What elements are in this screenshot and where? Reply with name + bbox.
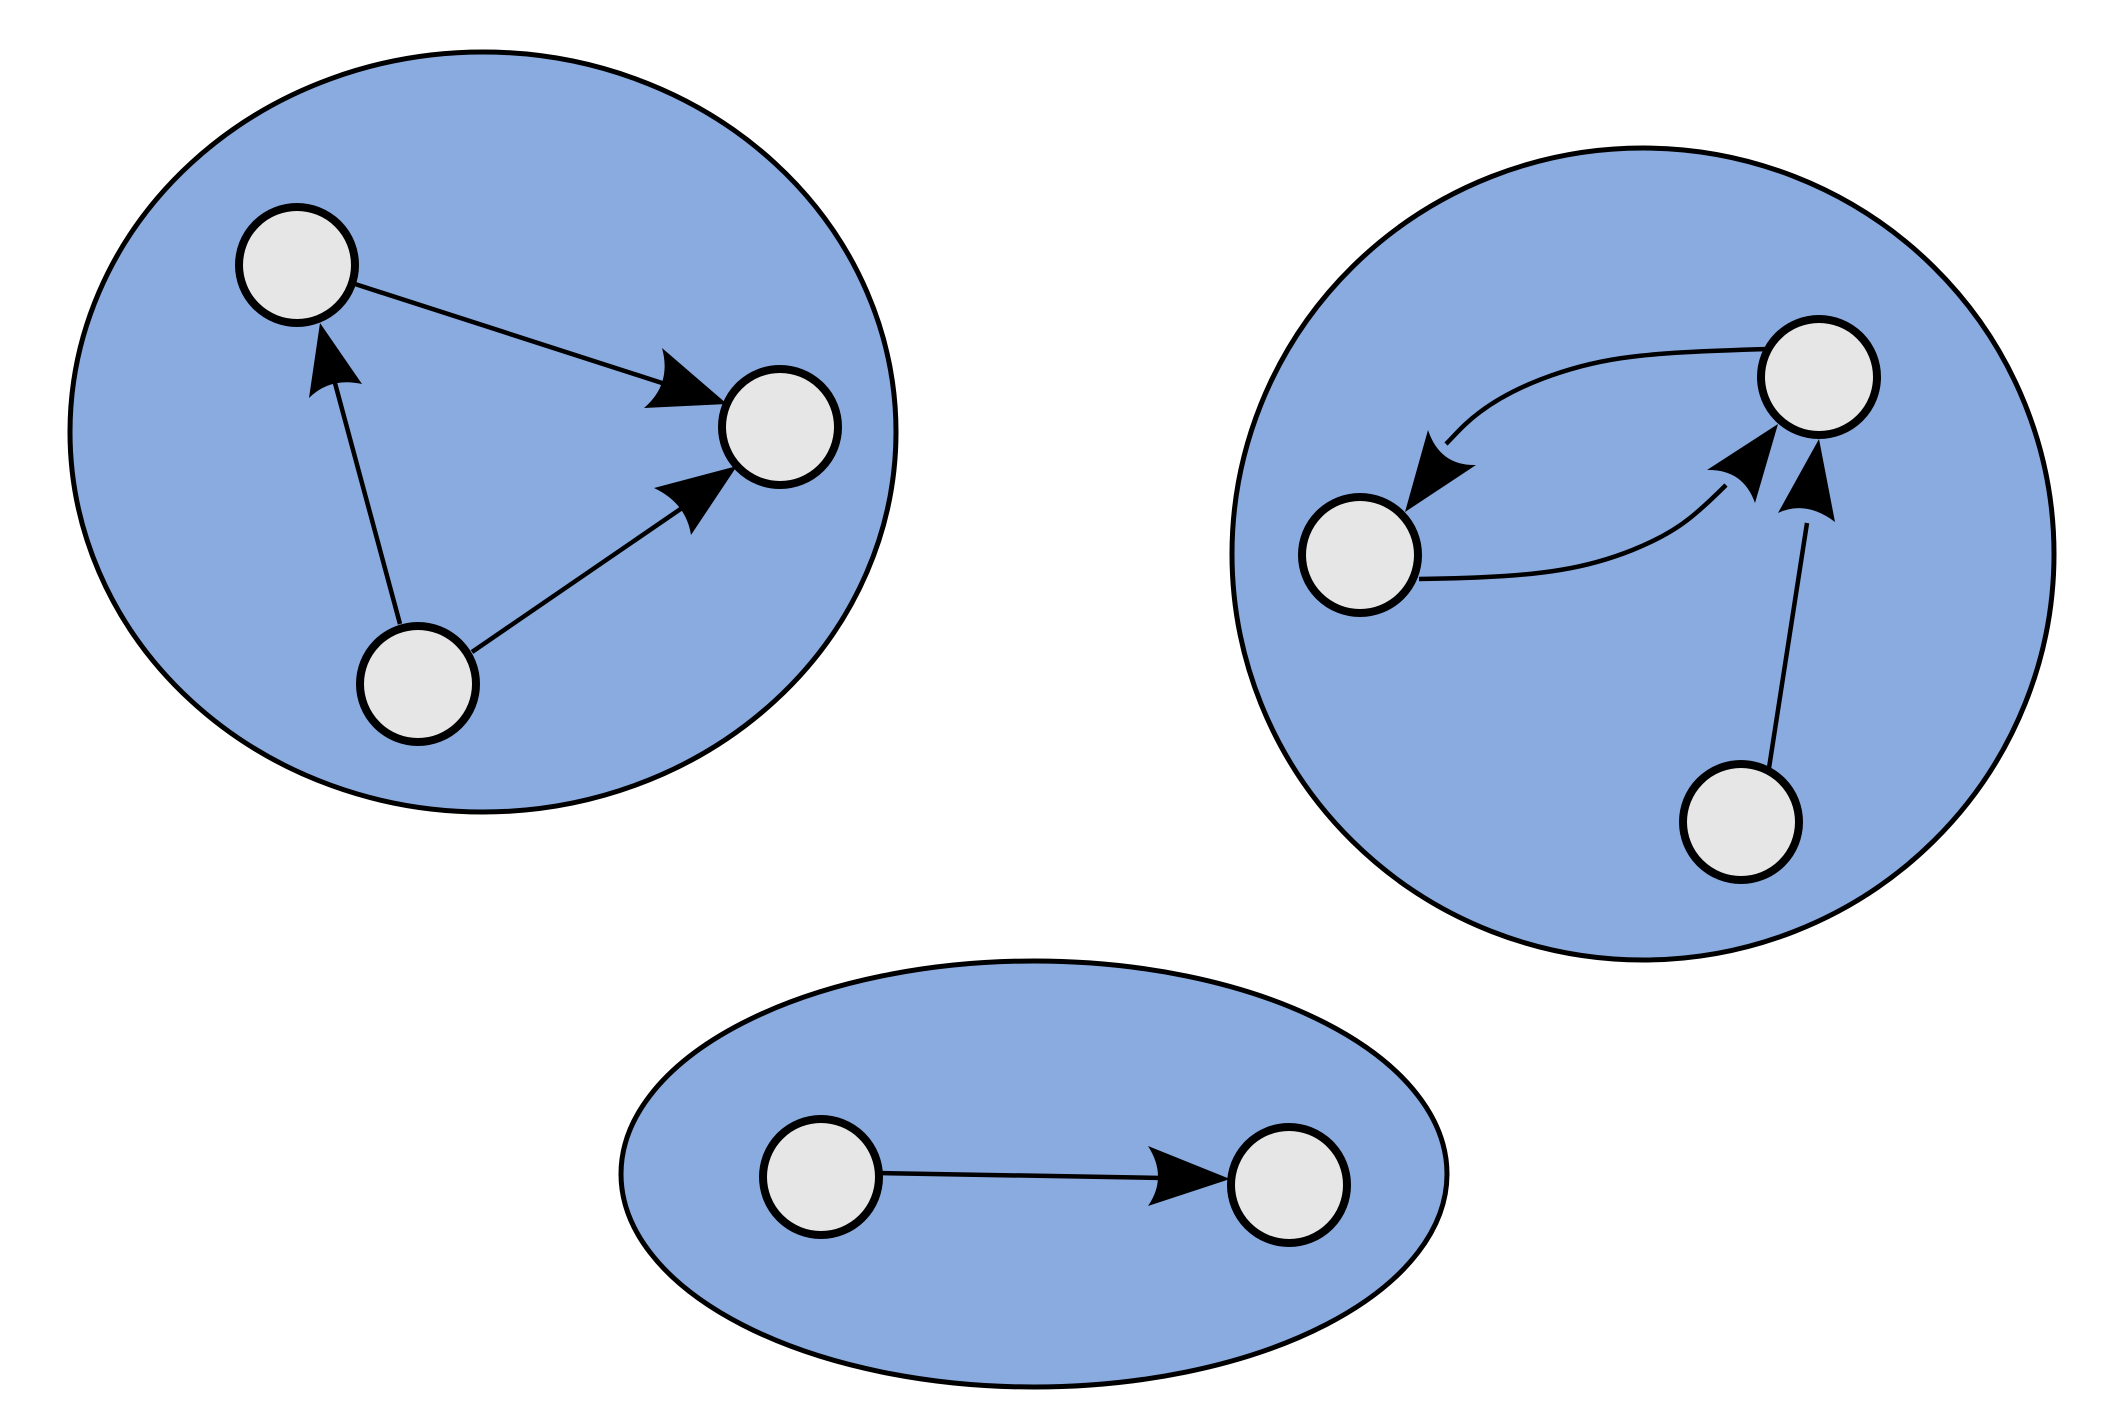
node-b3 (1679, 760, 1803, 884)
cluster-b (1229, 145, 2057, 963)
edge-a3-to-a2-arrowhead (654, 466, 737, 535)
edge-a1-to-a2-arrowhead (644, 348, 727, 408)
edge-c1-to-c2-arrowhead (1148, 1146, 1230, 1206)
edge-b2-to-b1-arrowhead (1405, 430, 1476, 512)
node-b1 (1757, 315, 1881, 439)
edge-b2-to-b1 (1444, 346, 1769, 446)
edge-b1-to-b2-arrowhead (1707, 424, 1778, 503)
node-c2 (1227, 1123, 1351, 1247)
edge-b1-to-b2 (1418, 483, 1728, 582)
edge-c1-to-c2 (877, 1170, 1163, 1181)
edge-b3-to-b1 (1766, 522, 1810, 769)
node-a1 (235, 203, 359, 327)
node-a3 (356, 622, 480, 746)
cluster-a (67, 49, 899, 815)
edge-a3-to-a1-arrowhead (309, 323, 362, 398)
cluster-c (618, 958, 1450, 1390)
edge-b3-to-b1-arrowhead (1778, 439, 1835, 522)
edge-a3-to-a1 (329, 371, 403, 625)
node-c1 (759, 1115, 883, 1239)
edge-a1-to-a2 (354, 281, 663, 386)
node-b2 (1298, 493, 1422, 617)
node-a2 (718, 365, 842, 489)
edge-a3-to-a2 (470, 506, 684, 654)
